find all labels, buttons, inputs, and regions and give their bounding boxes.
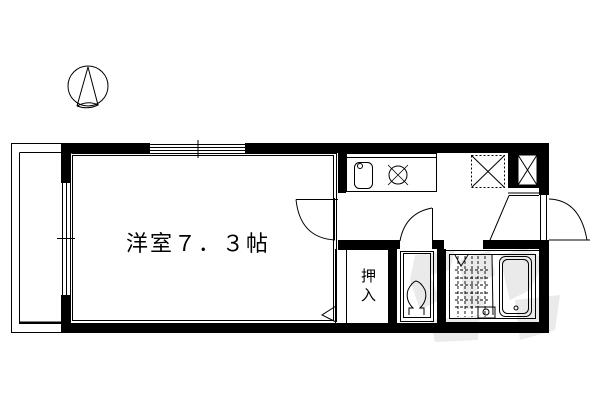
toilet-bowl-icon — [406, 280, 427, 315]
entrance-step — [489, 192, 539, 241]
washbasin-icon — [477, 306, 496, 319]
sink-icon — [354, 162, 373, 189]
bathroom — [445, 250, 540, 323]
washing-machine-space — [471, 155, 505, 188]
shower-floor — [455, 256, 490, 317]
toilet-door — [399, 207, 433, 242]
north-arrow-icon — [67, 65, 109, 109]
room-door — [295, 198, 338, 241]
balcony — [11, 143, 63, 333]
toilet-room — [400, 251, 434, 322]
refrigerator-space — [517, 154, 538, 186]
walls — [61, 143, 549, 333]
room-label-closet: 押入 — [359, 268, 377, 306]
closet-door — [320, 249, 347, 323]
balcony-window — [57, 183, 75, 295]
gas-stove-icon — [387, 164, 409, 186]
room-label-western: 洋室７．３帖 — [126, 232, 271, 257]
bathtub-icon — [499, 256, 532, 317]
entrance-door — [540, 195, 590, 241]
kitchen-counter — [346, 153, 437, 192]
